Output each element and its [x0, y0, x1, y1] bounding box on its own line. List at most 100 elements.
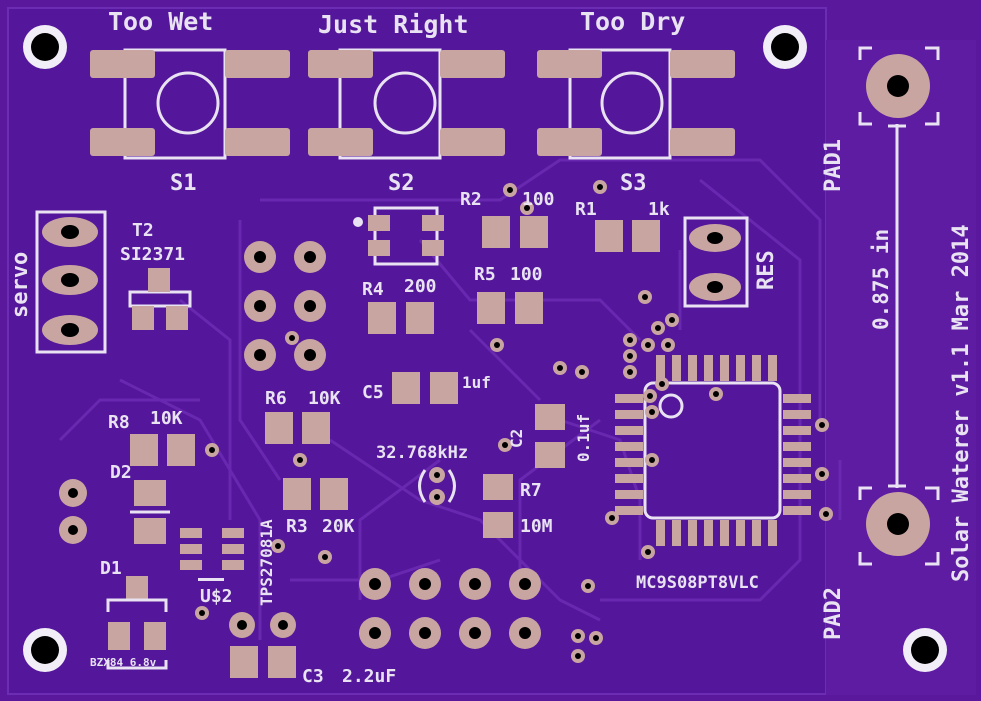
label-r2-value: 100 [522, 189, 555, 210]
via-hole [557, 365, 563, 371]
mcu-pin [615, 426, 643, 435]
header-6pin [244, 241, 326, 371]
via-hole [645, 342, 651, 348]
mcu-pin [615, 394, 643, 403]
mcu-pin [736, 355, 745, 381]
via-hole [289, 335, 295, 341]
label-pad2: PAD2 [821, 587, 846, 640]
label-c2-value: 0.1uf [574, 414, 593, 462]
switch-s2 [308, 48, 505, 160]
label-pad1: PAD1 [821, 139, 846, 192]
mcu-pin [736, 520, 745, 546]
mcu-pin [752, 520, 761, 546]
passive-pads [108, 216, 660, 678]
label-c5: C5 [362, 382, 384, 403]
label-r3: R3 [286, 516, 308, 537]
label-r4-value: 200 [404, 276, 437, 297]
mcu-pin [656, 520, 665, 546]
label-r7: R7 [520, 480, 542, 501]
label-d1: D1 [100, 558, 122, 579]
label-r6-value: 10K [308, 388, 341, 409]
label-c2: C2 [507, 429, 526, 448]
via-hole [575, 653, 581, 659]
via-hole [297, 457, 303, 463]
via-hole [209, 447, 215, 453]
via-hole [649, 409, 655, 415]
label-r5-value: 100 [510, 264, 543, 285]
via-hole [494, 342, 500, 348]
mcu-pin [768, 520, 777, 546]
label-r4: R4 [362, 279, 384, 300]
mcu-pin [656, 355, 665, 381]
via-hole [823, 511, 829, 517]
label-r1-value: 1k [648, 199, 670, 220]
connector-2pin-left [59, 479, 87, 544]
sensor-pads [858, 46, 940, 566]
label-r3-value: 20K [322, 516, 355, 537]
mcu-pin [783, 458, 811, 467]
mcu-pin [615, 490, 643, 499]
mcu-pin [672, 520, 681, 546]
label-s1: S1 [170, 171, 197, 196]
via-hole [649, 457, 655, 463]
crystal [418, 467, 456, 505]
mounting-holes [23, 25, 947, 672]
regulator-us2 [180, 528, 244, 581]
mcu-pin [720, 355, 729, 381]
label-r7-value: 10M [520, 516, 553, 537]
mcu-chip [615, 355, 811, 546]
label-r8-value: 10K [150, 408, 183, 429]
label-d2: D2 [110, 462, 132, 483]
mcu-pin [672, 355, 681, 381]
label-res: RES [754, 250, 779, 290]
label-board-title: Solar Waterer v1.1 Mar 2014 [949, 224, 974, 582]
label-si2371: SI2371 [120, 244, 185, 265]
switch-s1 [90, 48, 290, 160]
label-c5-value: 1uf [462, 373, 491, 392]
via-hole [713, 391, 719, 397]
label-c3: C3 [302, 666, 324, 687]
mcu-pin [615, 410, 643, 419]
ic-top-small [353, 206, 444, 266]
via-hole [627, 353, 633, 359]
header-8pin-bottom [359, 568, 541, 649]
label-bzx84: BZX84 6.8v [90, 656, 157, 669]
via-hole [669, 317, 675, 323]
mcu-pin [615, 458, 643, 467]
via-hole [659, 381, 665, 387]
via-hole [585, 583, 591, 589]
label-r5: R5 [474, 264, 496, 285]
label-too-wet: Too Wet [108, 7, 213, 36]
d1-outline [106, 598, 168, 670]
via-hole [597, 184, 603, 190]
via-hole [627, 337, 633, 343]
servo-header [35, 210, 107, 354]
mcu-pin [704, 355, 713, 381]
via-hole [593, 635, 599, 641]
mcu-pin [783, 410, 811, 419]
mcu-pin [704, 520, 713, 546]
vias [195, 180, 833, 663]
via-hole [199, 610, 205, 616]
label-c3-value: 2.2uF [342, 666, 396, 687]
label-s3: S3 [620, 171, 647, 196]
label-t2: T2 [132, 220, 154, 241]
label-s2: S2 [388, 171, 415, 196]
label-crystal-freq: 32.768kHz [376, 443, 468, 463]
via-hole [609, 515, 615, 521]
mcu-pin [615, 442, 643, 451]
switch-s3 [537, 48, 735, 160]
mcu-pin [783, 490, 811, 499]
via-hole [579, 369, 585, 375]
label-us2: U$2 [200, 586, 233, 607]
mcu-pin [615, 474, 643, 483]
via-hole [647, 393, 653, 399]
res-header [683, 216, 749, 308]
mcu-pin [783, 506, 811, 515]
via-hole [575, 633, 581, 639]
sensor-board-area [826, 40, 976, 695]
mcu-pin [720, 520, 729, 546]
via-hole [665, 342, 671, 348]
via-hole [507, 187, 513, 193]
